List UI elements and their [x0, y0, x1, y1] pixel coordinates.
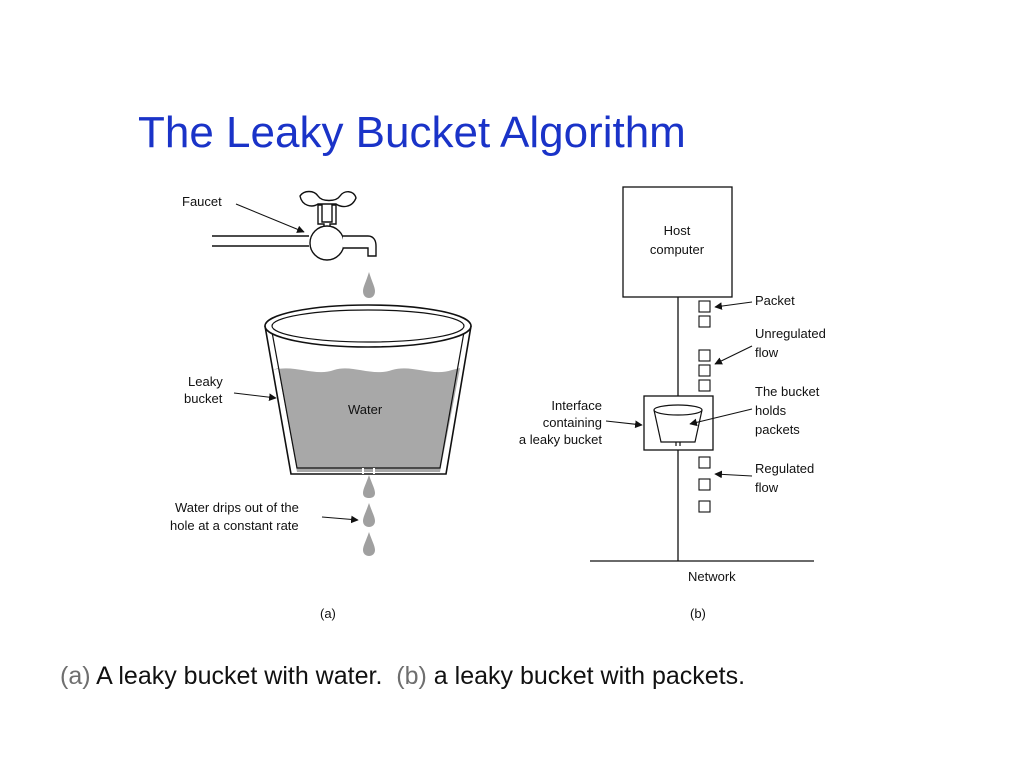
packet-icon	[698, 364, 711, 377]
faucet-arrow	[235, 203, 305, 233]
packet-icon	[698, 456, 711, 469]
faucet-pipe	[212, 235, 309, 247]
bucket-holds-label-line3: packets	[755, 422, 800, 437]
regulated-arrow	[714, 470, 753, 479]
faucet-label: Faucet	[182, 194, 222, 209]
unregulated-packets	[698, 300, 711, 392]
water-drop-icon	[363, 272, 375, 298]
unregulated-label-line1: Unregulated	[755, 326, 826, 341]
drip-label-line1: Water drips out of the	[175, 500, 299, 515]
network-label: Network	[688, 569, 736, 584]
panel-a-sublabel: (a)	[320, 606, 336, 621]
figure-caption: (a) A leaky bucket with water. (b) a lea…	[60, 662, 745, 691]
caption-a-text: A leaky bucket with water.	[90, 662, 397, 690]
host-computer-box	[622, 186, 733, 298]
packet-icon	[698, 300, 711, 313]
interface-label-line1: Interface	[551, 398, 602, 413]
bucket-holds-label-line1: The bucket	[755, 384, 820, 399]
interface-label-line2: containing	[543, 415, 602, 430]
host-label-line1: Host	[664, 223, 691, 238]
interface-label-line3: a leaky bucket	[519, 432, 602, 447]
bucket-icon	[653, 404, 703, 446]
packet-icon	[698, 500, 711, 513]
packet-arrow	[714, 301, 753, 310]
caption-a-tag: (a)	[60, 662, 91, 690]
water-drop-icon	[363, 503, 375, 527]
drip-label-line2: hole at a constant rate	[170, 518, 299, 533]
panel-b: Host computer Network Pack	[519, 186, 826, 621]
regulated-label-line1: Regulated	[755, 461, 814, 476]
packet-icon	[698, 349, 711, 362]
leaky-bucket-label-line1: Leaky	[188, 374, 223, 389]
packet-label: Packet	[755, 293, 795, 308]
packet-icon	[698, 478, 711, 491]
caption-b-text: a leaky bucket with packets.	[426, 662, 746, 690]
faucet-icon	[299, 190, 377, 261]
regulated-packets	[698, 456, 711, 513]
host-label-line2: computer	[650, 242, 705, 257]
unregulated-label-line2: flow	[755, 345, 779, 360]
leaky-bucket-label-line2: bucket	[184, 391, 223, 406]
caption-b-tag: (b)	[396, 662, 427, 690]
regulated-label-line2: flow	[755, 480, 779, 495]
packet-icon	[698, 315, 711, 328]
bucket-holds-label-line2: holds	[755, 403, 787, 418]
slide-title: The Leaky Bucket Algorithm	[138, 108, 686, 157]
water-label: Water	[348, 402, 383, 417]
leaky-bucket	[264, 304, 472, 475]
water-drop-icon	[363, 532, 375, 556]
interface-arrow	[605, 420, 643, 429]
drip-arrow	[321, 515, 359, 524]
bucket-holds-arrow	[689, 408, 753, 427]
water-drop-icon	[363, 475, 375, 498]
packet-icon	[698, 379, 711, 392]
unregulated-arrow	[714, 345, 753, 365]
leaky-bucket-arrow	[233, 392, 277, 402]
panel-b-sublabel: (b)	[690, 606, 706, 621]
panel-a: Faucet Water Leaky bucket Water drips ou…	[170, 190, 472, 621]
